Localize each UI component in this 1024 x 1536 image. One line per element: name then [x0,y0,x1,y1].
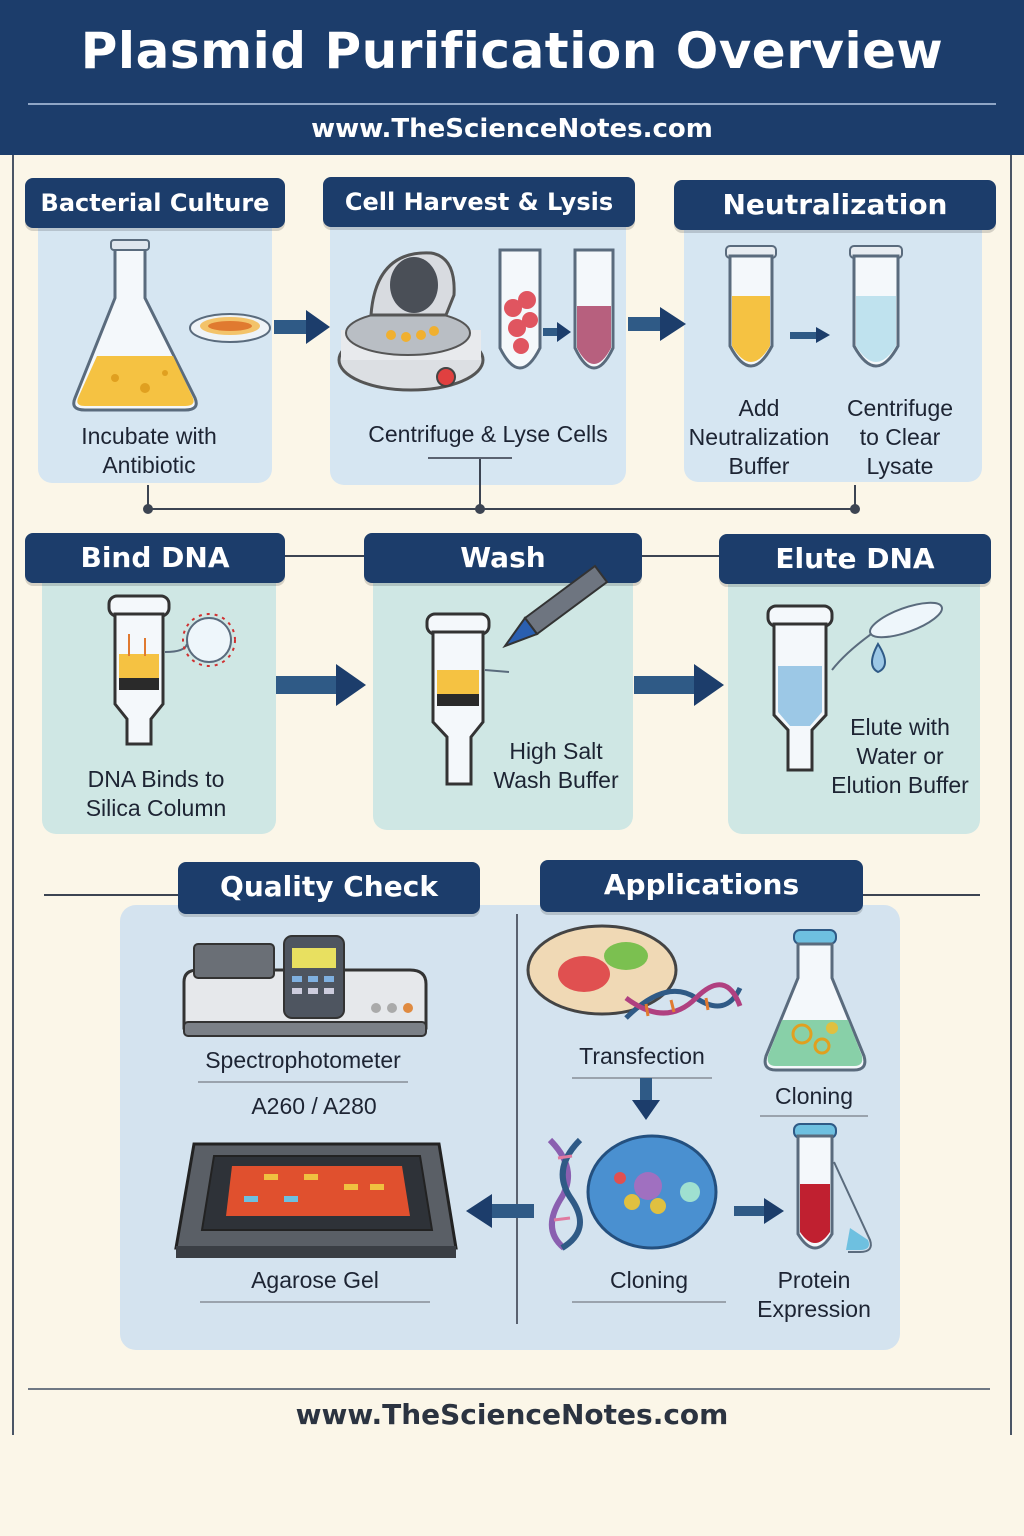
spectrophotometer-icon [182,935,428,1037]
agarose-gel-icon [174,1142,458,1258]
caption-clear-lysate: Centrifuge to Clear Lysate [846,395,954,479]
section-title-applications: Applications [540,860,863,912]
section-title-quality-check: Quality Check [178,862,480,914]
footer-divider [28,1388,990,1390]
arrow-right-icon [628,307,686,341]
label-cloning-bottom: Cloning [572,1266,726,1303]
section-divider-lines [44,894,980,896]
caption-wash-buffer: High Salt Wash Buffer [493,738,619,793]
header-banner: Plasmid Purification Overview www.TheSci… [0,0,1024,155]
arrow-right-icon [276,664,366,706]
dna-cell-cloning-icon [547,1134,718,1251]
step-title-bacterial-culture: Bacterial Culture [25,178,285,228]
arrow-right-icon [634,664,724,706]
caption-elute: Elute with Water or Elution Buffer [831,714,969,798]
step-title-cell-harvest: Cell Harvest & Lysis [323,177,635,227]
arrow-right-icon [274,310,330,344]
caption-dna-binds: DNA Binds to Silica Column [85,766,227,821]
label-agarose-gel: Agarose Gel [200,1266,430,1303]
elute-column-icon [766,601,943,772]
lysis-tubes-icon [498,248,615,370]
arrow-right-small-icon [734,1198,784,1224]
header-url: www.TheScienceNotes.com [311,114,713,144]
step-title-neutralization: Neutralization [674,180,996,230]
cell-dna-transfection-icon [526,924,743,1020]
caption-add-neutralization: Add Neutralization Buffer [688,395,830,479]
right-frame-line [1010,155,1012,1435]
footer-url: www.TheScienceNotes.com [295,1398,729,1431]
arrow-down-icon [632,1078,660,1120]
protein-tube-icon [793,1123,872,1253]
wash-column-pipette-icon [425,564,609,786]
step-title-bind-dna: Bind DNA [25,533,285,583]
caption-centrifuge-lyse: Centrifuge & Lyse Cells [368,421,608,447]
label-cloning-top: Cloning [760,1082,868,1117]
panel-wash [373,560,633,830]
page-title: Plasmid Purification Overview [80,22,944,80]
arrow-left-icon [466,1194,534,1228]
caption-incubate: Incubate with Antibiotic [81,423,217,478]
step-title-elute: Elute DNA [719,534,991,584]
silica-column-bind-icon [107,594,236,746]
centrifuge-icon [337,251,485,392]
row-connector-lines [143,457,860,557]
flask-cloning-icon [763,929,867,1072]
neutralization-tubes-icon [725,245,903,368]
flask-culture-icon [72,239,271,412]
label-absorbance-ratio: A260 / A280 [251,1093,377,1119]
header-divider [28,103,996,105]
qc-applications-divider [516,914,518,1324]
label-protein-expression: Protein Expression [757,1267,871,1322]
left-frame-line [12,155,14,1435]
label-transfection: Transfection [572,1042,712,1079]
label-spectrophotometer: Spectrophotometer [198,1046,408,1083]
